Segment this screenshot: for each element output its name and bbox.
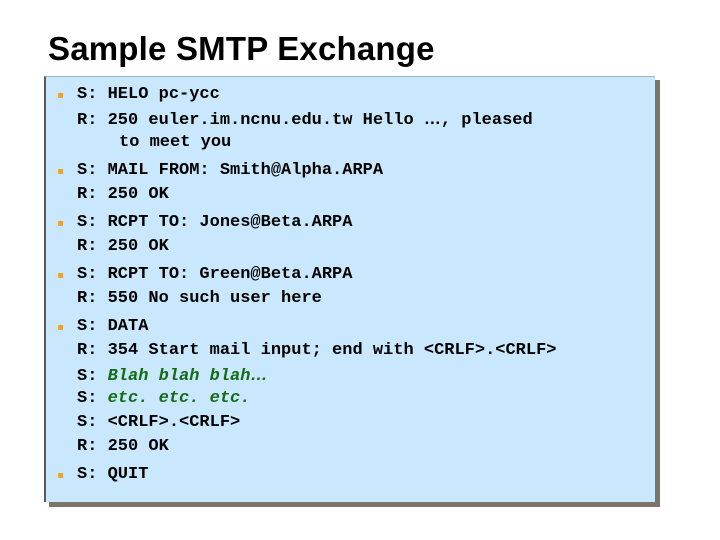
bullet-icon bbox=[58, 221, 63, 226]
transcript-line-ellipsis: … bbox=[250, 365, 268, 384]
transcript-line-content: R: 550 No such user here bbox=[77, 287, 322, 311]
transcript-line: S: <CRLF>.<CRLF> bbox=[46, 411, 655, 435]
transcript-line-text: 250 OK bbox=[107, 437, 169, 456]
transcript-line-content: R: 354 Start mail input; end with <CRLF>… bbox=[77, 339, 556, 363]
transcript-line: S: HELO pc-ycc bbox=[46, 83, 655, 107]
transcript-line: S: MAIL FROM: Smith@Alpha.ARPA bbox=[46, 159, 655, 183]
transcript-line-content: S: <CRLF>.<CRLF> bbox=[77, 411, 240, 435]
bullet-icon bbox=[58, 93, 63, 98]
transcript-line-tag: R: bbox=[77, 341, 108, 360]
transcript-line: R: 250 OK bbox=[46, 435, 655, 459]
transcript-line: S: etc. etc. etc. bbox=[46, 387, 655, 411]
transcript-line-text: 250 euler.im.ncnu.edu.tw Hello bbox=[107, 111, 424, 130]
page-title: Sample SMTP Exchange bbox=[48, 30, 435, 67]
transcript-line-tag: R: bbox=[77, 437, 108, 456]
transcript-line-tag: S: bbox=[77, 213, 108, 232]
transcript-line-tag: S: bbox=[77, 413, 108, 432]
transcript-line-content: S: HELO pc-ycc bbox=[77, 83, 220, 107]
transcript-line: S: Blah blah blah… bbox=[46, 363, 655, 387]
transcript-line: S: RCPT TO: Jones@Beta.ARPA bbox=[46, 211, 655, 235]
transcript-line-text: etc. etc. etc. bbox=[107, 389, 251, 408]
transcript-line-text: 250 OK bbox=[107, 237, 169, 256]
bullet-icon bbox=[58, 273, 63, 278]
transcript-line-content: R: 250 OK bbox=[77, 235, 169, 259]
bullet-icon bbox=[58, 169, 63, 174]
transcript-line-content: S: MAIL FROM: Smith@Alpha.ARPA bbox=[77, 159, 383, 183]
transcript-line: R: 250 OK bbox=[46, 183, 655, 207]
transcript-line: to meet you bbox=[46, 131, 655, 155]
transcript-line-text: RCPT TO: Green@Beta.ARPA bbox=[107, 265, 353, 284]
transcript-line-text: HELO pc-ycc bbox=[107, 85, 220, 104]
bullet-icon bbox=[58, 473, 63, 478]
transcript-line-tag: R: bbox=[77, 185, 108, 204]
transcript-line-text: 354 Start mail input; end with <CRLF>.<C… bbox=[107, 341, 557, 360]
transcript-line-tag: S: bbox=[77, 265, 108, 284]
transcript-line-text: RCPT TO: Jones@Beta.ARPA bbox=[107, 213, 353, 232]
transcript-line: R: 250 OK bbox=[46, 235, 655, 259]
transcript-line-content: R: 250 euler.im.ncnu.edu.tw Hello …, ple… bbox=[77, 107, 533, 133]
transcript-line-content: S: RCPT TO: Green@Beta.ARPA bbox=[77, 263, 352, 287]
transcript-line-text: QUIT bbox=[107, 465, 149, 484]
transcript-line-tail: , pleased bbox=[440, 111, 533, 130]
transcript-line: R: 354 Start mail input; end with <CRLF>… bbox=[46, 339, 655, 363]
transcript-line-text: MAIL FROM: Smith@Alpha.ARPA bbox=[107, 161, 384, 180]
transcript-line: S: DATA bbox=[46, 315, 655, 339]
transcript-line-tag: S: bbox=[77, 389, 108, 408]
transcript-line: S: RCPT TO: Green@Beta.ARPA bbox=[46, 263, 655, 287]
transcript-line-content: S: Blah blah blah… bbox=[77, 363, 267, 389]
transcript-line-content: S: DATA bbox=[77, 315, 148, 339]
transcript-line-tag: R: bbox=[77, 289, 108, 308]
transcript-line-text: <CRLF>.<CRLF> bbox=[107, 413, 241, 432]
transcript-line-text: DATA bbox=[107, 317, 149, 336]
transcript-line: R: 250 euler.im.ncnu.edu.tw Hello …, ple… bbox=[46, 107, 655, 131]
transcript-line-ellipsis: … bbox=[423, 109, 441, 128]
transcript-line-text: to meet you bbox=[119, 133, 232, 152]
transcript-line-content: R: 250 OK bbox=[77, 183, 169, 207]
transcript-line-content: R: 250 OK bbox=[77, 435, 169, 459]
bullet-icon bbox=[58, 325, 63, 330]
transcript-line-tag: S: bbox=[77, 317, 108, 336]
transcript-line-content: S: QUIT bbox=[77, 463, 148, 487]
transcript-line-content: to meet you bbox=[119, 131, 231, 155]
transcript-line-text: Blah blah blah bbox=[107, 367, 251, 386]
transcript-line-tag: R: bbox=[77, 237, 108, 256]
transcript-line-tag: S: bbox=[77, 85, 108, 104]
transcript-line: S: QUIT bbox=[46, 463, 655, 487]
transcript-line-content: S: RCPT TO: Jones@Beta.ARPA bbox=[77, 211, 352, 235]
transcript-line-text: 550 No such user here bbox=[107, 289, 322, 308]
transcript-line-tag: S: bbox=[77, 161, 108, 180]
transcript-line-tag: R: bbox=[77, 111, 108, 130]
transcript-line-tag: S: bbox=[77, 367, 108, 386]
transcript-line-tag: S: bbox=[77, 465, 108, 484]
transcript-line-text: 250 OK bbox=[107, 185, 169, 204]
transcript-line: R: 550 No such user here bbox=[46, 287, 655, 311]
transcript-line-content: S: etc. etc. etc. bbox=[77, 387, 250, 411]
